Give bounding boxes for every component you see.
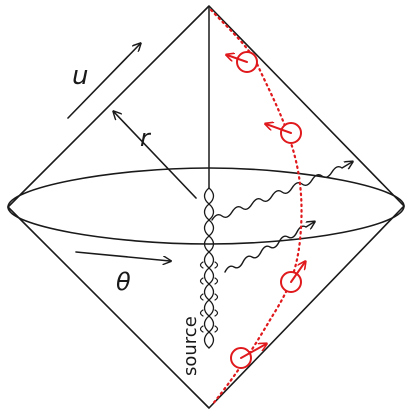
detector-3 — [281, 262, 305, 292]
detector-1 — [227, 52, 257, 72]
r-arrow — [114, 112, 196, 198]
r-label: r — [140, 124, 152, 152]
observer-worldline — [211, 10, 302, 405]
detector-4 — [231, 344, 266, 368]
detector-2 — [266, 123, 301, 143]
source-label: source — [180, 316, 201, 376]
source-helix — [201, 188, 218, 348]
wavy-arrow-lower — [225, 222, 314, 272]
theta-label: θ — [116, 268, 131, 296]
theta-arrow — [76, 252, 170, 261]
u-label: u — [72, 61, 88, 91]
